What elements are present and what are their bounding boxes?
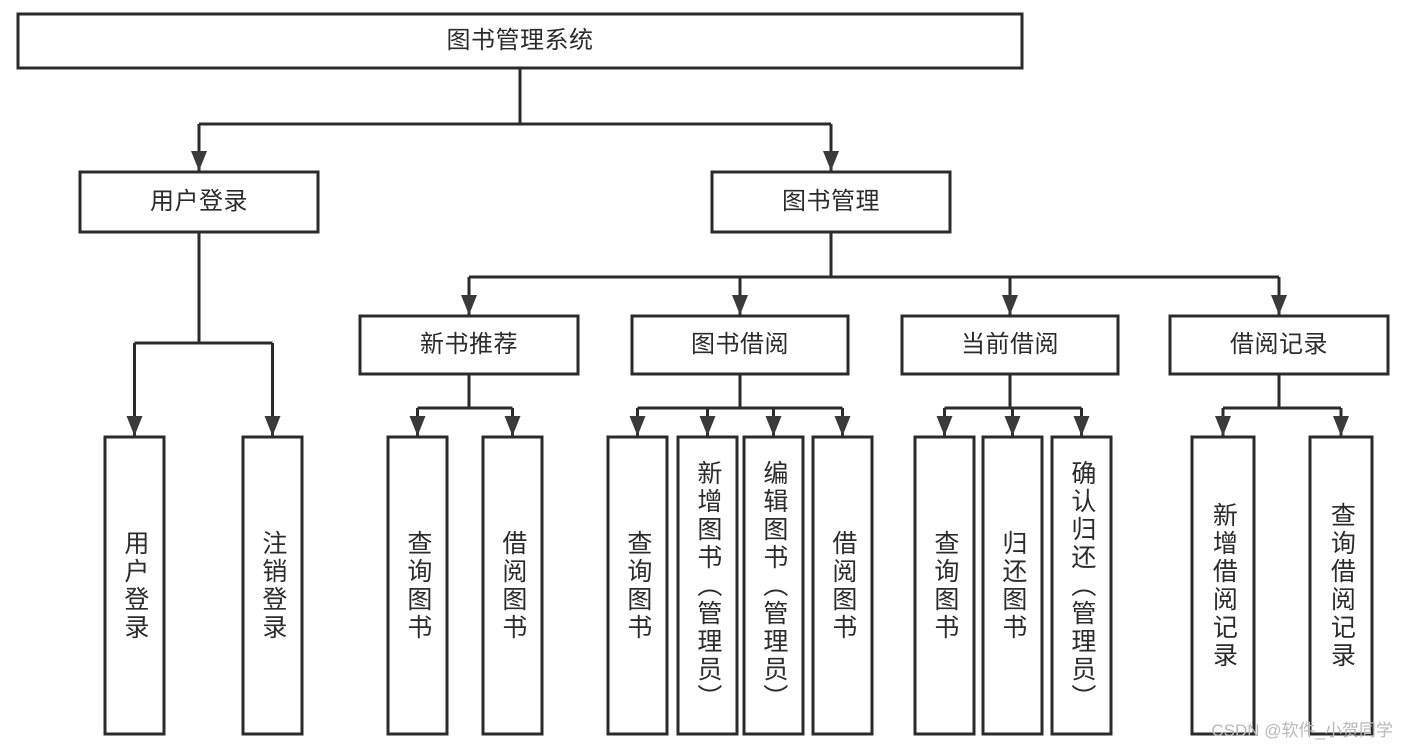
node-box-leaf-borrow-book-1[interactable] [481,435,544,736]
connector-arrowhead [264,416,281,436]
node-box-current[interactable] [900,314,1120,376]
node-box-leaf-user-login[interactable] [103,435,166,736]
node-box-records[interactable] [1168,314,1390,376]
node-box-root[interactable] [16,12,1024,70]
node-box-borrow[interactable] [630,314,850,376]
node-box-leaf-return-book[interactable] [981,435,1044,736]
connector-arrowhead [936,416,953,436]
connector-arrowhead [699,416,716,436]
node-box-leaf-query-book-3[interactable] [913,435,976,736]
node-box-login[interactable] [78,170,320,234]
connector-arrowhead [504,416,521,436]
connector-layer [126,68,1349,436]
connector-arrowhead [191,151,207,171]
node-box-leaf-add-book[interactable] [676,435,739,736]
node-box-leaf-query-book-1[interactable] [386,435,449,736]
connector-arrowhead [126,416,143,436]
node-box-leaf-add-record[interactable] [1190,435,1256,736]
node-box-bookmgmt[interactable] [710,170,952,234]
connector-arrowhead [834,416,851,436]
node-box-newbook[interactable] [358,314,580,376]
node-box-leaf-query-book-2[interactable] [606,435,669,736]
node-box-leaf-edit-book[interactable] [742,435,805,736]
connector-arrowhead [1333,416,1349,436]
connector-arrowhead [409,416,426,436]
node-box-leaf-confirm-return[interactable] [1050,435,1113,736]
connector-arrowhead [629,416,646,436]
connector-arrowhead [1271,295,1287,315]
connector-arrowhead [765,416,782,436]
connector-arrowhead [1073,416,1090,436]
connector-arrowhead [823,151,839,171]
connector-arrowhead [1004,416,1021,436]
connector-arrowhead [1002,295,1018,315]
connector-arrowhead [461,295,477,315]
node-box-layer [16,12,1390,736]
watermark-text: CSDN @软件_小贺同学 [1211,721,1393,740]
node-box-leaf-user-logout[interactable] [241,435,304,736]
node-box-leaf-borrow-book-2[interactable] [811,435,874,736]
connector-arrowhead [1215,416,1231,436]
connector-arrowhead [732,295,748,315]
node-box-leaf-query-record[interactable] [1308,435,1374,736]
